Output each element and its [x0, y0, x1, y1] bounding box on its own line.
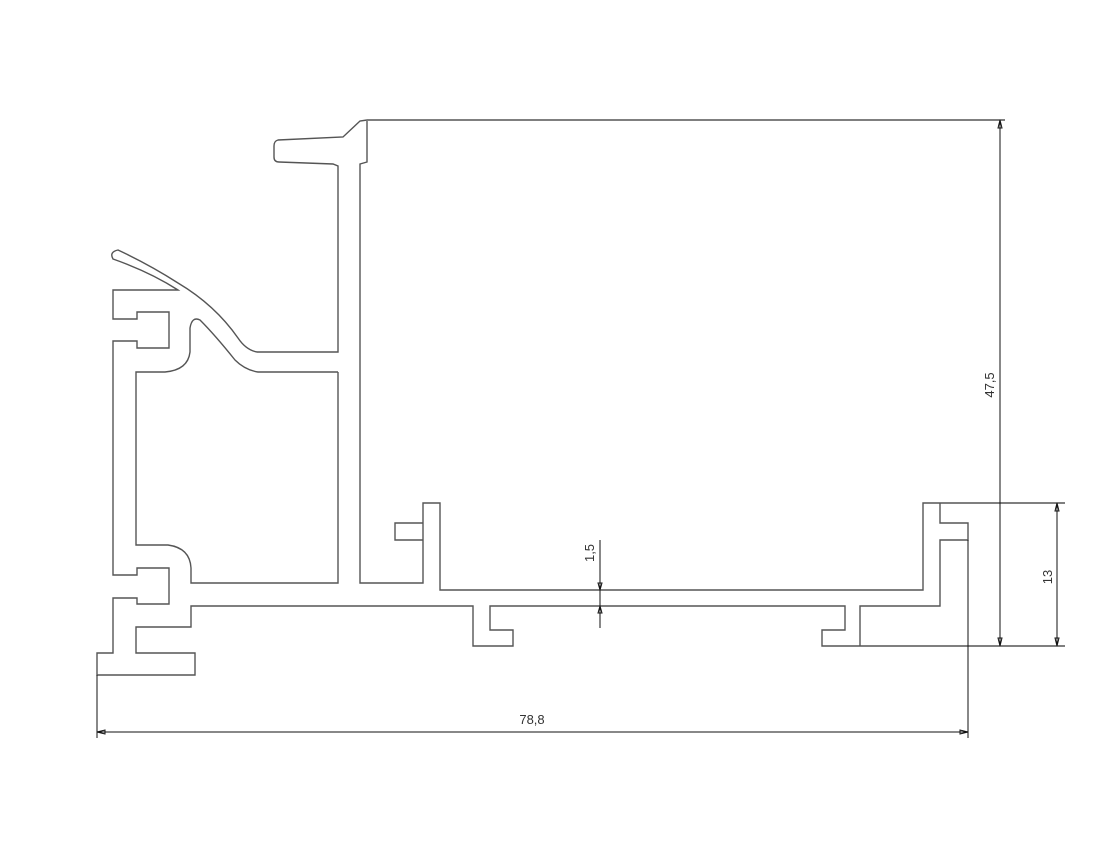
dimension-lines — [96, 119, 1060, 738]
dimension-height-label: 47,5 — [982, 372, 997, 397]
profile-outline — [96, 119, 1065, 676]
dimension-width-label: 78,8 — [519, 712, 544, 727]
dimension-bottom-height-label: 13 — [1040, 570, 1055, 584]
dimension-wall-thickness-label: 1,5 — [582, 544, 597, 562]
